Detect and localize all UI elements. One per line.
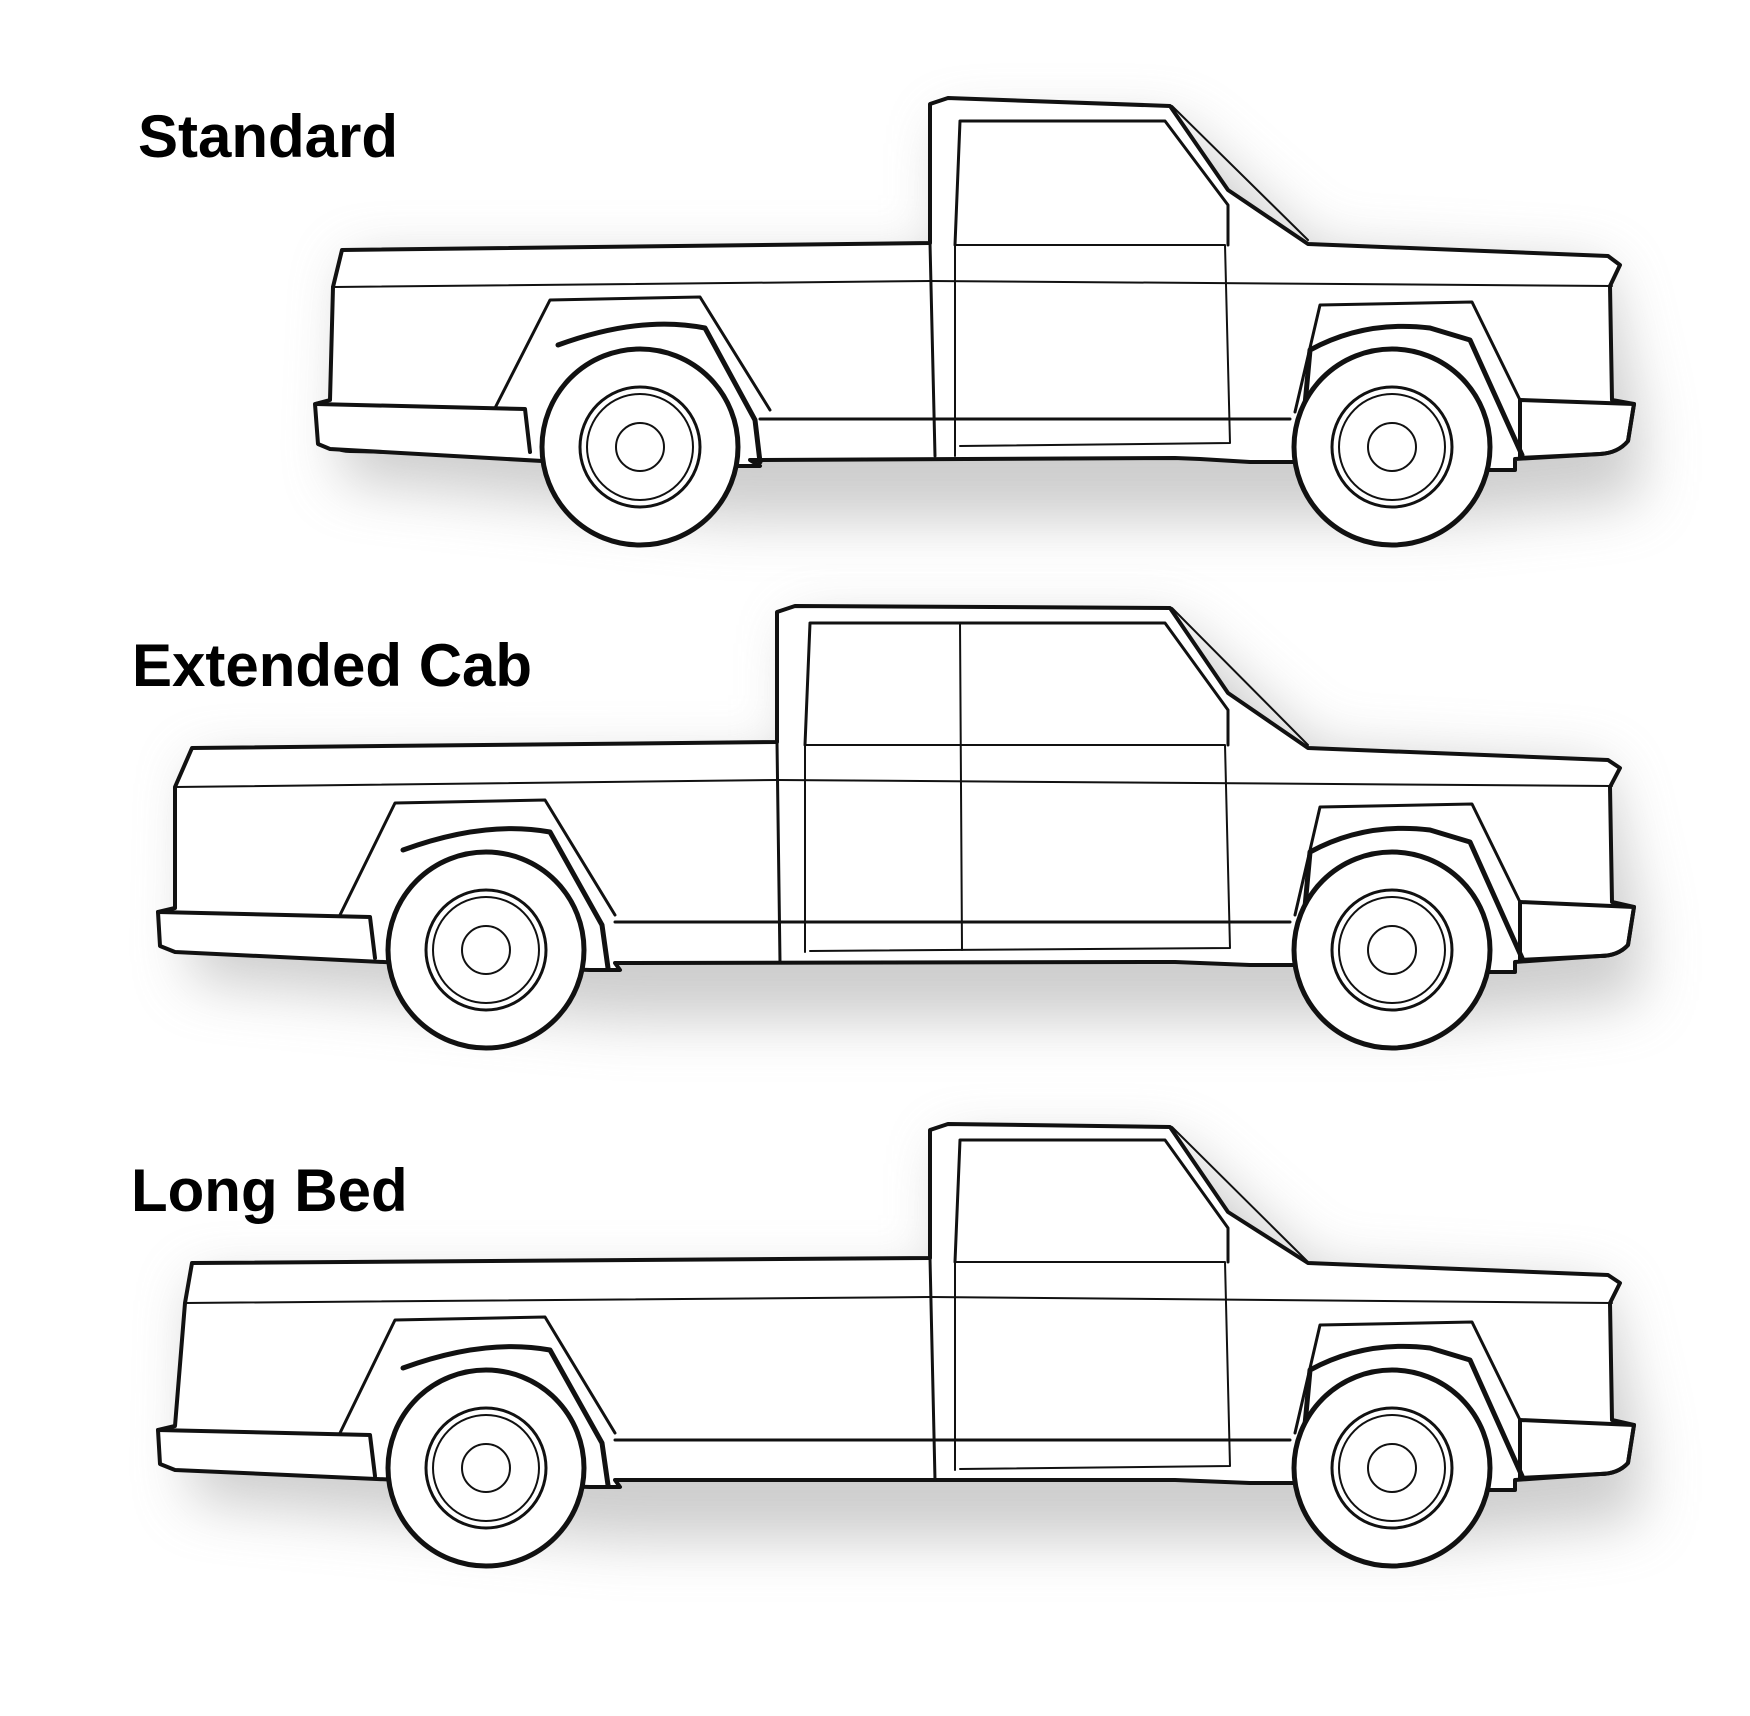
truck-extended-cab-back xyxy=(775,740,782,964)
label-standard: Standard xyxy=(138,103,399,170)
label-long-bed: Long Bed xyxy=(131,1157,408,1224)
truck-extended-rear-wheel xyxy=(385,849,587,1051)
truck-extended-cab xyxy=(156,604,1640,1051)
truck-standard-rear-wheel xyxy=(539,346,741,548)
truck-extended-window xyxy=(803,621,1230,747)
truck-long-front-wheel xyxy=(1291,1367,1493,1569)
truck-long-bed xyxy=(156,1122,1640,1569)
truck-extended-rear-arch xyxy=(338,798,617,917)
truck-long-bumper-rear xyxy=(156,1428,377,1478)
truck-extended-windshield xyxy=(1171,607,1309,746)
truck-extended-bed-line xyxy=(174,779,778,788)
truck-standard-bumper-rear xyxy=(314,402,532,454)
truck-standard-rear-flare xyxy=(555,321,763,465)
truck-standard-rear-arch xyxy=(493,295,772,412)
truck-standard-bed-line xyxy=(334,280,931,288)
truck-standard-window xyxy=(953,119,1230,247)
truck-long-window xyxy=(953,1138,1230,1264)
truck-standard-bumper-front xyxy=(1518,398,1636,460)
truck-standard xyxy=(313,96,1640,548)
truck-standard-windshield xyxy=(1171,105,1309,241)
truck-long-windshield xyxy=(1171,1126,1309,1263)
truck-standard-door xyxy=(954,244,1231,447)
truck-extended-front-wheel xyxy=(1291,849,1493,1051)
truck-extended-bumper-rear xyxy=(156,910,377,960)
truck-extended-beltline xyxy=(776,779,1613,787)
truck-extended-front-flare xyxy=(1297,825,1525,965)
truck-standard-front-flare xyxy=(1297,323,1525,463)
truck-long-beltline xyxy=(929,1296,1613,1304)
truck-extended-divider xyxy=(959,622,963,951)
truck-extended-bumper-front xyxy=(1518,900,1636,962)
truck-long-bumper-front xyxy=(1518,1418,1636,1480)
truck-standard-beltline xyxy=(929,280,1613,287)
label-extended-cab: Extended Cab xyxy=(132,632,533,699)
truck-long-door xyxy=(954,1261,1231,1470)
truck-extended-door xyxy=(804,744,1231,952)
truck-long-cab-back xyxy=(928,1256,937,1482)
truck-standard-front-wheel xyxy=(1291,346,1493,548)
truck-long-rear-flare xyxy=(400,1344,611,1488)
truck-long-rear-wheel xyxy=(385,1367,587,1569)
truck-long-front-flare xyxy=(1297,1343,1525,1483)
truck-extended-rear-flare xyxy=(400,826,611,971)
truck-long-bed-line xyxy=(184,1296,931,1304)
truck-long-rear-arch xyxy=(338,1315,617,1435)
